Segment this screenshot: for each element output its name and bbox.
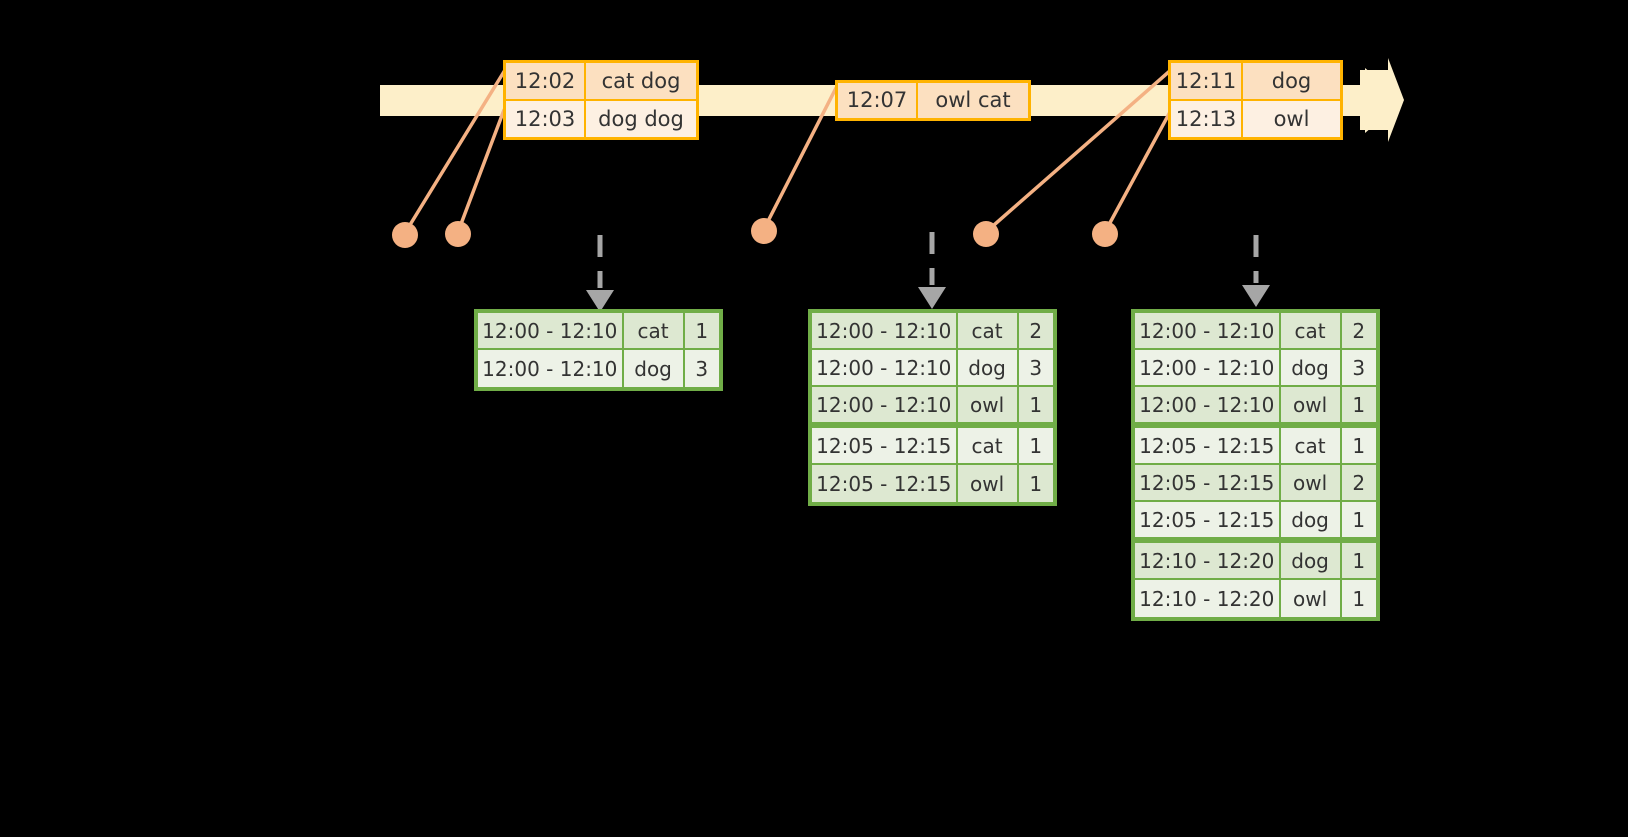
event-words: dog dog bbox=[586, 101, 696, 137]
word-cell: dog bbox=[1280, 502, 1342, 539]
count-cell: 3 bbox=[1018, 350, 1053, 387]
word-cell: owl bbox=[957, 387, 1019, 424]
count-cell: 1 bbox=[1018, 465, 1053, 502]
connector-line-1 bbox=[403, 68, 507, 235]
word-cell: dog bbox=[1280, 543, 1342, 580]
event-dot-1 bbox=[392, 222, 418, 248]
event-words: owl cat bbox=[918, 83, 1028, 118]
window-cell: 12:00 - 12:10 bbox=[812, 313, 958, 350]
word-cell: dog bbox=[1280, 350, 1342, 387]
window-cell: 12:00 - 12:10 bbox=[478, 350, 624, 387]
count-cell: 3 bbox=[1341, 350, 1376, 387]
count-cell: 1 bbox=[1341, 543, 1376, 580]
event-dot-5 bbox=[1092, 221, 1118, 247]
event-dot-4 bbox=[973, 221, 999, 247]
event-dot-3 bbox=[751, 218, 777, 244]
window-cell: 12:05 - 12:15 bbox=[1135, 502, 1281, 539]
word-cell: cat bbox=[1280, 428, 1342, 465]
word-cell: owl bbox=[1280, 580, 1342, 617]
connector-line-3 bbox=[762, 86, 838, 231]
window-cell: 12:05 - 12:15 bbox=[1135, 428, 1281, 465]
window-cell: 12:00 - 12:10 bbox=[478, 313, 624, 350]
word-cell: dog bbox=[623, 350, 685, 387]
count-cell: 2 bbox=[1018, 313, 1053, 350]
trigger-arrowheads bbox=[586, 285, 1270, 312]
event-box-1[interactable]: 12:02 cat dog 12:03 dog dog bbox=[503, 60, 699, 140]
word-cell: dog bbox=[957, 350, 1019, 387]
count-cell: 1 bbox=[1341, 580, 1376, 617]
count-cell: 1 bbox=[684, 313, 719, 350]
event-box-3[interactable]: 12:11 dog 12:13 owl bbox=[1168, 60, 1343, 140]
event-time: 12:13 bbox=[1171, 101, 1243, 137]
word-cell: owl bbox=[1280, 465, 1342, 502]
window-cell: 12:00 - 12:10 bbox=[812, 350, 958, 387]
window-cell: 12:00 - 12:10 bbox=[1135, 350, 1281, 387]
word-cell: owl bbox=[957, 465, 1019, 502]
word-cell: cat bbox=[957, 313, 1019, 350]
event-words: owl bbox=[1243, 101, 1340, 137]
window-cell: 12:05 - 12:15 bbox=[812, 465, 958, 502]
trigger-arrowhead-3 bbox=[1242, 285, 1270, 307]
word-cell: cat bbox=[623, 313, 685, 350]
event-row: 12:13 owl bbox=[1171, 99, 1340, 137]
event-dot-2 bbox=[445, 221, 471, 247]
count-cell: 3 bbox=[684, 350, 719, 387]
count-cell: 1 bbox=[1018, 428, 1053, 465]
count-cell: 2 bbox=[1341, 313, 1376, 350]
count-cell: 1 bbox=[1341, 387, 1376, 424]
trigger-arrowhead-2 bbox=[918, 287, 946, 309]
window-cell: 12:00 - 12:10 bbox=[1135, 313, 1281, 350]
event-row: 12:02 cat dog bbox=[506, 63, 696, 99]
event-box-2[interactable]: 12:07 owl cat bbox=[835, 80, 1031, 121]
connector-line-2 bbox=[456, 108, 506, 234]
event-time: 12:11 bbox=[1171, 63, 1243, 99]
event-row: 12:07 owl cat bbox=[838, 83, 1028, 118]
window-cell: 12:10 - 12:20 bbox=[1135, 543, 1281, 580]
event-dots bbox=[392, 218, 1118, 248]
count-cell: 2 bbox=[1341, 465, 1376, 502]
window-cell: 12:05 - 12:15 bbox=[1135, 465, 1281, 502]
window-cell: 12:10 - 12:20 bbox=[1135, 580, 1281, 617]
event-time: 12:03 bbox=[506, 101, 586, 137]
word-cell: cat bbox=[1280, 313, 1342, 350]
window-cell: 12:05 - 12:15 bbox=[812, 428, 958, 465]
trigger-arrows bbox=[597, 232, 1259, 288]
count-cell: 1 bbox=[1341, 428, 1376, 465]
event-row: 12:03 dog dog bbox=[506, 99, 696, 137]
window-cell: 12:00 - 12:10 bbox=[812, 387, 958, 424]
event-row: 12:11 dog bbox=[1171, 63, 1340, 99]
event-time: 12:07 bbox=[838, 83, 918, 118]
event-time: 12:02 bbox=[506, 63, 586, 99]
count-cell: 1 bbox=[1018, 387, 1053, 424]
event-words: cat dog bbox=[586, 63, 696, 99]
count-cell: 1 bbox=[1341, 502, 1376, 539]
connector-line-5 bbox=[1103, 110, 1172, 234]
window-cell: 12:00 - 12:10 bbox=[1135, 387, 1281, 424]
event-words: dog bbox=[1243, 63, 1340, 99]
word-cell: owl bbox=[1280, 387, 1342, 424]
word-cell: cat bbox=[957, 428, 1019, 465]
